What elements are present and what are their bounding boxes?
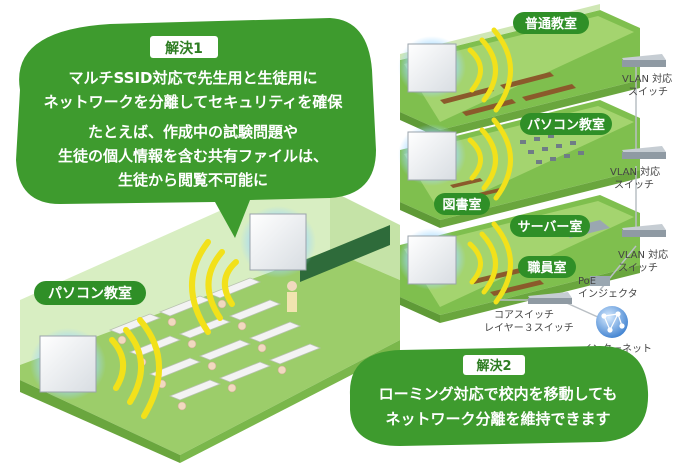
poe-caption-line2: インジェクタ xyxy=(578,288,638,300)
poe-injector-icon xyxy=(590,276,610,286)
access-point-floor-2 xyxy=(398,124,466,186)
core-switch-caption-line1: コアスイッチ xyxy=(494,309,554,321)
room-label-pc-room: パソコン教室 xyxy=(520,113,612,135)
room-label-classroom-left-text: パソコン教室 xyxy=(48,285,132,302)
vlan-switch-1-caption-line2: スイッチ xyxy=(628,86,668,98)
room-label-server-text: サーバー室 xyxy=(518,219,583,235)
teacher-figure xyxy=(287,281,297,312)
solution-1-bubble: 解決1 マルチSSID対応で先生用と生徒用に ネットワークを分離してセキュリティ… xyxy=(16,18,376,238)
vlan-switch-3-caption-line1: VLAN 対応 xyxy=(618,248,668,261)
room-label-library-text: 図書室 xyxy=(442,197,481,213)
vlan-switch-1-caption-line1: VLAN 対応 xyxy=(622,72,672,85)
room-label-pc-room-text: パソコン教室 xyxy=(527,117,605,133)
solution-2-line-2: ネットワーク分離を維持できます xyxy=(385,410,610,428)
solution-1-line-4: 生徒の個人情報を含む共有ファイルは、 xyxy=(58,147,328,165)
solution-2-badge-text: 解決2 xyxy=(475,358,511,374)
access-point-classroom-bottom xyxy=(30,328,106,400)
solution-1-line-2: ネットワークを分離してセキュリティを確保 xyxy=(44,93,344,111)
room-label-server: サーバー室 xyxy=(510,215,590,237)
vlan-switch-icon xyxy=(528,54,666,304)
poe-caption-line1: PoE xyxy=(578,276,596,287)
room-label-classroom-left: パソコン教室 xyxy=(34,281,146,305)
room-label-staff-text: 職員室 xyxy=(527,260,566,276)
room-label-library: 図書室 xyxy=(434,193,490,215)
pc-classroom-illustration xyxy=(20,175,400,463)
room-label-staff: 職員室 xyxy=(518,256,576,278)
solution-1-line-1: マルチSSID対応で先生用と生徒用に xyxy=(69,69,318,87)
access-point-floor-3 xyxy=(398,228,466,290)
internet-globe-icon xyxy=(596,306,628,338)
solution-2-badge xyxy=(463,355,525,375)
vlan-switch-2-caption-line2: スイッチ xyxy=(614,179,654,191)
vlan-switch-3-caption-line2: スイッチ xyxy=(618,262,658,274)
access-point-classroom-top xyxy=(240,206,316,278)
solution-2-bubble: 解決2 ローミング対応で校内を移動しても ネットワーク分離を維持できます xyxy=(349,346,649,446)
room-label-regular-text: 普通教室 xyxy=(525,16,577,32)
room-label-regular: 普通教室 xyxy=(513,12,589,34)
solution-1-badge xyxy=(150,36,218,58)
solution-1-badge-text: 解決1 xyxy=(165,40,203,57)
core-switch-caption-line2: レイヤー３スイッチ xyxy=(484,322,574,334)
vlan-switch-2-caption-line1: VLAN 対応 xyxy=(610,165,660,178)
signal-waves-left xyxy=(109,239,239,419)
access-point-floor-1 xyxy=(398,36,466,98)
signal-waves-right xyxy=(467,27,513,305)
solution-1-line-5: 生徒から閲覧不可能に xyxy=(118,171,268,189)
solution-2-line-1: ローミング対応で校内を移動しても xyxy=(379,385,618,403)
solution-1-line-3: たとえば、作成中の試験問題や xyxy=(88,123,298,141)
building-floors xyxy=(400,4,640,323)
